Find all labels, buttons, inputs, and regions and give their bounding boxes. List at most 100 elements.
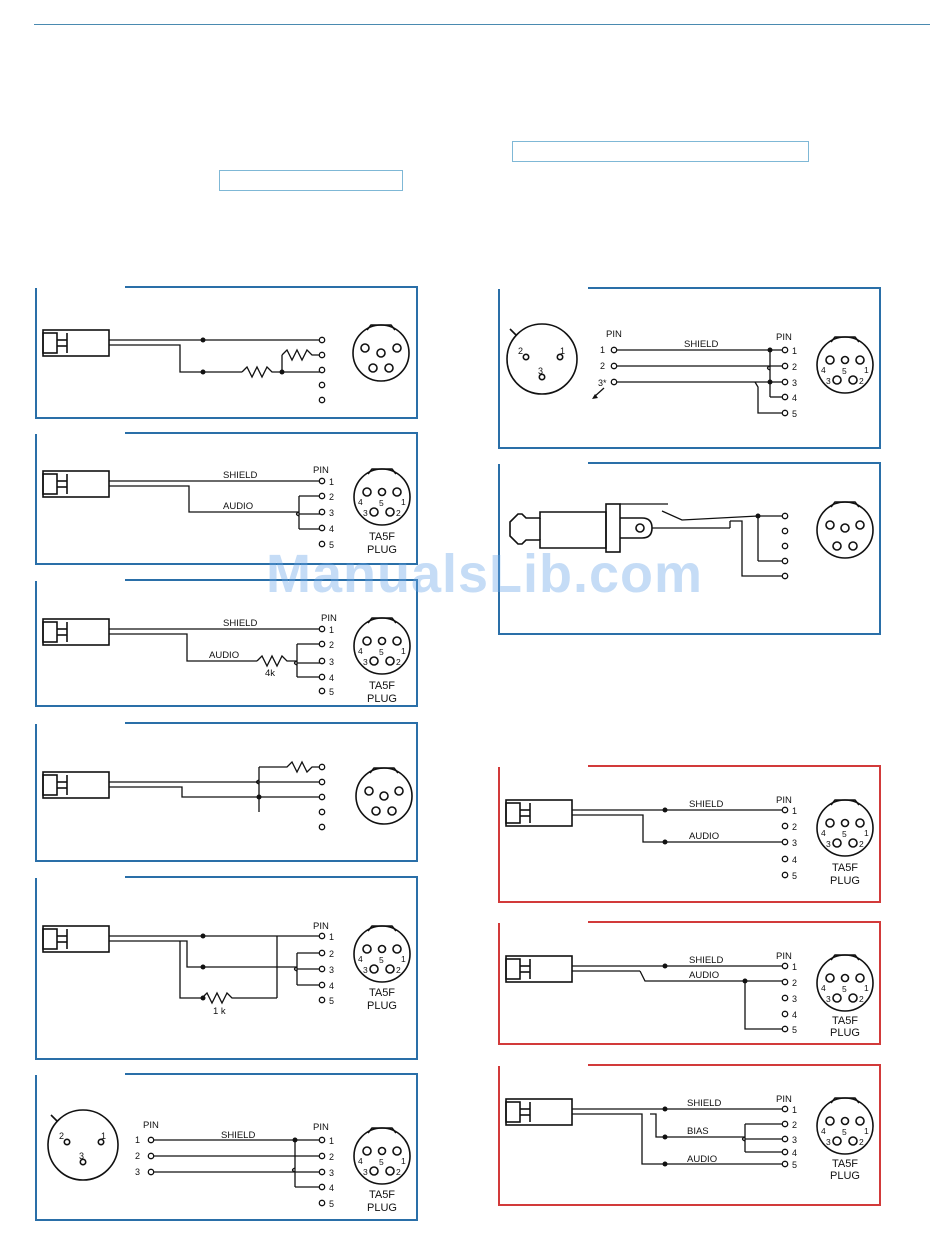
pin-2-label: 2 [329,640,334,650]
ta5f-plug-face [816,336,874,394]
xlr-pin-3-star-label: 3* [598,378,607,388]
audio-label: AUDIO [689,970,719,981]
bias-label: BIAS [687,1126,709,1137]
pin-heading: PIN [321,613,337,624]
ta5f-plug-face [816,501,874,559]
terminal-pins [781,512,789,580]
terminal-pins [781,962,789,1033]
svg-text:1: 1 [401,646,406,656]
svg-text:5: 5 [842,1127,847,1137]
pin-3-label: 3 [792,838,797,848]
resistor-1k-label: 1 k [213,1006,226,1017]
pin-heading: PIN [776,951,792,962]
pin-1-label: 1 [329,932,334,942]
svg-text:4: 4 [821,983,826,993]
svg-text:1: 1 [101,1131,106,1141]
shield-label: SHIELD [221,1130,255,1141]
svg-text:4: 4 [821,1126,826,1136]
svg-text:5: 5 [842,984,847,994]
pin-4-label: 4 [792,393,797,403]
pin-4-label: 4 [792,1148,797,1158]
pin-5-label: 5 [329,996,334,1006]
svg-text:2: 2 [396,965,401,975]
pin-5-label: 5 [792,409,797,419]
pin-4-label: 4 [329,1183,334,1193]
terminal-pins [781,346,789,417]
pin-3-label: 3 [329,1168,334,1178]
pin-4-label: 4 [329,981,334,991]
svg-text:4: 4 [358,1156,363,1166]
terminal-pins [781,806,789,879]
plug-type-line2: PLUG [830,1170,860,1182]
plug-type-line1: TA5F [832,1015,858,1027]
mini-plug-connector [42,618,110,646]
pin-1-label: 1 [792,962,797,972]
audio-label: AUDIO [209,650,239,661]
svg-text:1: 1 [864,983,869,993]
pin-heading-left: PIN [143,1120,159,1131]
svg-text:2: 2 [859,376,864,386]
svg-text:3: 3 [363,508,368,518]
mini-plug-connector [505,1098,573,1126]
pin-4-label: 4 [792,855,797,865]
svg-text:2: 2 [518,346,523,356]
pin-3-label: 3 [329,965,334,975]
pin-5-label: 5 [329,540,334,550]
diagram-panel-r2 [498,462,881,635]
pin-1-label: 1 [329,1136,334,1146]
ta5f-plug-face [353,1127,411,1185]
plug-type-line1: TA5F [369,680,395,692]
svg-text:4: 4 [358,954,363,964]
svg-text:1: 1 [401,1156,406,1166]
terminal-pins [318,1136,326,1207]
terminal-pins [318,932,326,1004]
pin-5-label: 5 [329,687,334,697]
pin-2-label: 2 [329,1152,334,1162]
svg-text:2: 2 [396,508,401,518]
pin-1-label: 1 [792,806,797,816]
ta5f-plug-face [816,954,874,1012]
wiring-diagram-l4 [42,760,413,831]
plug-type-line1: TA5F [369,531,395,543]
terminal-pins [318,336,326,404]
plug-type-line2: PLUG [367,544,397,556]
ta5f-plug-face [353,617,411,675]
svg-text:2: 2 [859,839,864,849]
svg-text:2: 2 [396,657,401,667]
blank-field-right[interactable] [512,141,809,162]
pin-4-label: 4 [329,673,334,683]
ta5f-plug-face [353,468,411,526]
shield-label: SHIELD [223,618,257,629]
pin-5-label: 5 [792,1160,797,1170]
pin-5-label: 5 [792,1025,797,1035]
svg-text:3: 3 [826,1137,831,1147]
plug-type-line2: PLUG [367,1000,397,1012]
xlr-pin-2-label: 2 [600,361,605,371]
terminal-pins [318,625,326,695]
pin-3-label: 3 [329,657,334,667]
svg-text:1: 1 [864,828,869,838]
pin-1-label: 1 [792,1105,797,1115]
resistor-4k-label: 4k [265,668,275,679]
shield-label: SHIELD [687,1098,721,1109]
blank-field-left[interactable] [219,170,403,191]
xlr-pin-3-label: 3 [135,1167,140,1177]
svg-text:2: 2 [59,1131,64,1141]
pin-heading: PIN [776,1094,792,1105]
svg-text:3: 3 [363,1167,368,1177]
svg-text:3: 3 [363,965,368,975]
audio-label: AUDIO [223,501,253,512]
svg-text:5: 5 [379,498,384,508]
pin-heading-right: PIN [313,1122,329,1133]
svg-text:5: 5 [379,1157,384,1167]
pin-2-label: 2 [792,822,797,832]
pin-3-label: 3 [329,508,334,518]
pin-4-label: 4 [329,524,334,534]
